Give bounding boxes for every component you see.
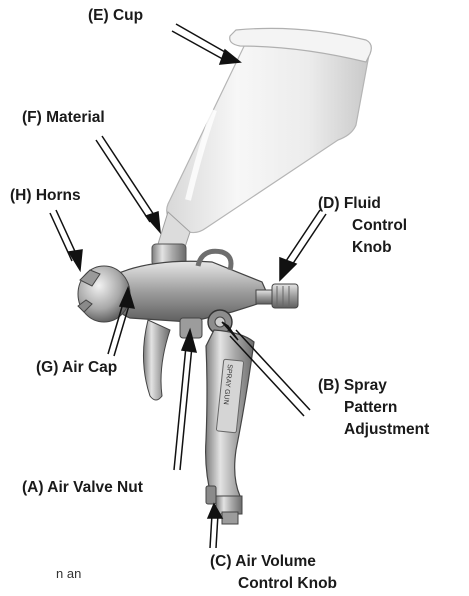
horns-arrow — [50, 210, 82, 270]
label-air-volume-line2: Control Knob — [238, 574, 337, 594]
cup-arrow — [172, 24, 240, 64]
label-spray-pattern-line3: Adjustment — [344, 420, 429, 440]
air-valve-nut-arrow — [174, 330, 196, 470]
label-fluid-control-knob-line2: Control — [352, 216, 407, 236]
label-spray-pattern-line2: Pattern — [344, 398, 397, 418]
air-inlet-fitting — [216, 496, 242, 514]
fluid-knob-arrow — [280, 210, 326, 280]
label-spray-pattern-line1: (B) Spray — [318, 376, 387, 396]
gun-barrel — [111, 261, 270, 322]
trigger — [143, 320, 170, 400]
label-fluid-control-knob-line1: (D) Fluid — [318, 194, 381, 214]
label-cup: (E) Cup — [88, 6, 143, 26]
air-volume-control-knob — [206, 486, 216, 504]
page-text-fragment: n an — [56, 566, 81, 581]
material-arrow — [96, 136, 160, 232]
paint-cup — [158, 28, 371, 250]
label-fluid-control-knob-line3: Knob — [352, 238, 392, 258]
label-air-valve-nut: (A) Air Valve Nut — [22, 478, 143, 498]
fluid-knob-stem — [256, 290, 274, 304]
label-air-cap: (G) Air Cap — [36, 358, 117, 378]
label-air-volume-line1: (C) Air Volume — [210, 552, 316, 572]
label-horns: (H) Horns — [10, 186, 81, 206]
label-material: (F) Material — [22, 108, 105, 128]
fluid-control-knob — [272, 284, 298, 308]
